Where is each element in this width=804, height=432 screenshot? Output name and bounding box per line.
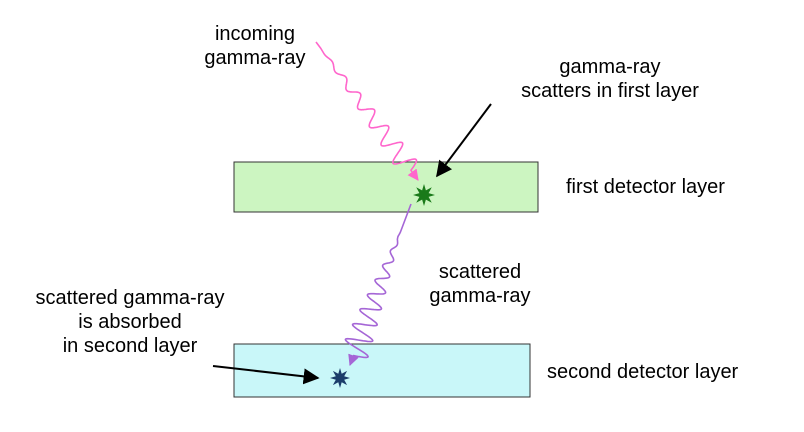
scatters-label: gamma-ray scatters in first layer <box>485 55 735 103</box>
absorbed-label-line1: scattered gamma-ray <box>35 287 225 309</box>
incoming-gamma-ray-wave <box>315 41 419 181</box>
absorption-point-star-icon <box>330 368 350 388</box>
absorbed-label-line2: is absorbed <box>78 311 182 333</box>
incoming-label: incoming gamma-ray <box>190 22 320 70</box>
second-detector-layer <box>233 343 531 398</box>
scattered-label-line2: gamma-ray <box>429 285 531 307</box>
scattered-gamma-ray-wave <box>344 203 412 367</box>
incoming-label-line2: gamma-ray <box>204 47 306 69</box>
absorbed-label: scattered gamma-ray is absorbed in secon… <box>5 286 255 358</box>
scatters-label-line1: gamma-ray <box>559 56 661 78</box>
absorbed-label-line3: in second layer <box>62 335 198 357</box>
first-detector-layer <box>233 161 539 213</box>
incoming-label-line1: incoming <box>214 23 296 45</box>
scatter-pointer-arrow <box>436 103 492 178</box>
scatters-label-line2: scatters in first layer <box>521 80 699 102</box>
scattered-label: scattered gamma-ray <box>410 260 550 308</box>
second-layer-label: second detector layer <box>547 361 739 383</box>
first-layer-label: first detector layer <box>566 176 725 198</box>
scattered-label-line1: scattered <box>438 261 522 283</box>
scatter-point-star-icon <box>413 184 435 206</box>
absorb-pointer-arrow <box>212 365 320 385</box>
